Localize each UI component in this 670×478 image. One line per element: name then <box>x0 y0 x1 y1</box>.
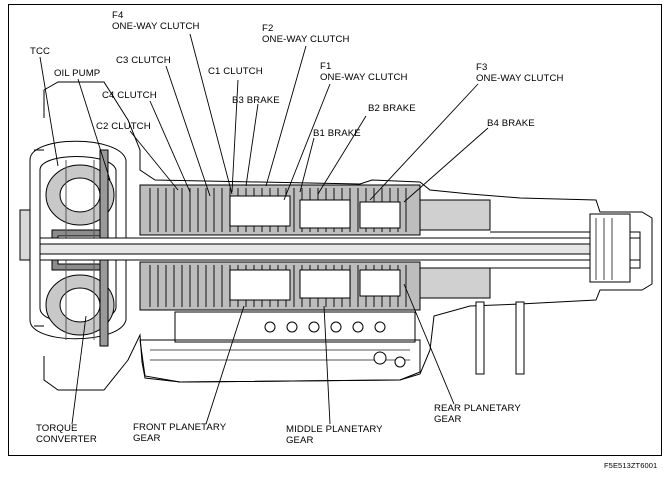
clutch-pack-region <box>139 184 491 311</box>
label-c4-clutch: C4 CLUTCH <box>102 90 157 101</box>
label-f2-line1: F2 <box>262 23 274 34</box>
torque-converter-internals <box>45 149 115 347</box>
label-c1-clutch: C1 CLUTCH <box>208 66 263 77</box>
label-b2-brake: B2 BRAKE <box>368 103 416 114</box>
valve-body-and-oil-pan <box>139 301 525 383</box>
label-rear-planetary-line1: REAR PLANETARY <box>434 403 521 414</box>
label-oil-pump: OIL PUMP <box>54 68 101 79</box>
label-f2-line2: ONE-WAY CLUTCH <box>262 34 350 45</box>
label-c3-clutch: C3 CLUTCH <box>116 55 171 66</box>
label-f1-line2: ONE-WAY CLUTCH <box>320 72 408 83</box>
label-f1-line1: F1 <box>320 61 332 72</box>
main-shaft <box>39 213 641 283</box>
leader-lines <box>39 33 489 425</box>
label-f3-line2: ONE-WAY CLUTCH <box>476 73 564 84</box>
label-b4-brake: B4 BRAKE <box>487 118 535 129</box>
label-f3-line1: F3 <box>476 62 488 73</box>
label-torque-converter-line2: CONVERTER <box>36 434 97 445</box>
label-front-planetary-line2: GEAR <box>133 433 161 444</box>
label-torque-converter-line1: TORQUE <box>36 423 78 434</box>
label-front-planetary-line1: FRONT PLANETARY <box>133 422 227 433</box>
label-b3-brake: B3 BRAKE <box>232 95 280 106</box>
label-rear-planetary-line2: GEAR <box>434 414 462 425</box>
label-f4-line2: ONE-WAY CLUTCH <box>112 21 200 32</box>
figure-code: F5E513ZT6001 <box>604 461 658 470</box>
label-tcc: TCC <box>30 46 51 57</box>
label-middle-planetary-line2: GEAR <box>286 435 314 446</box>
label-c2-clutch: C2 CLUTCH <box>96 121 151 132</box>
label-b1-brake: B1 BRAKE <box>313 128 361 139</box>
figure-frame <box>8 4 662 456</box>
label-f4-line1: F4 <box>112 10 124 21</box>
label-middle-planetary-line1: MIDDLE PLANETARY <box>286 424 383 435</box>
